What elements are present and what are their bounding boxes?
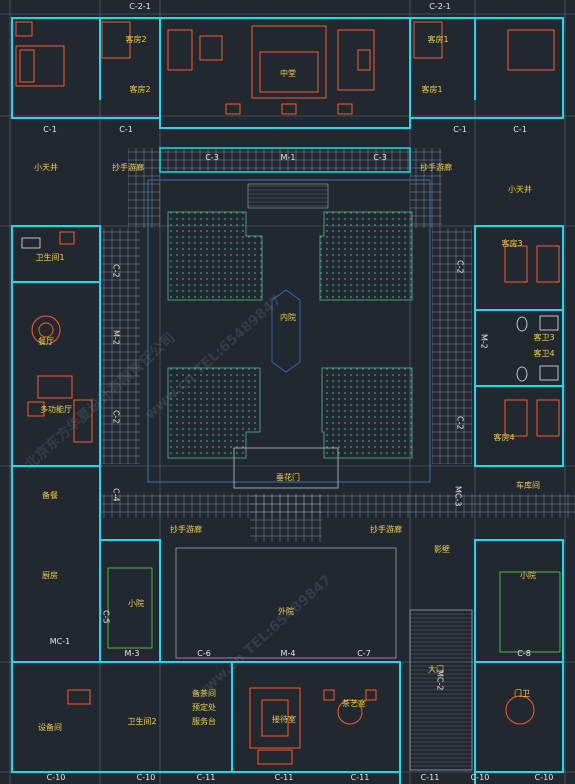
room-screen-wall: 影壁 bbox=[434, 544, 450, 554]
room-small-court-right: 小院 bbox=[520, 570, 536, 580]
room-front-gate: 大门 bbox=[428, 664, 444, 674]
dim-label: M-2 bbox=[112, 330, 121, 345]
room-kitchen: 厨房 bbox=[42, 570, 58, 580]
room-corridor-top-left: 抄手游廊 bbox=[112, 162, 144, 172]
dim-label: C-3 bbox=[205, 153, 219, 162]
dim-label: C-11 bbox=[197, 773, 216, 782]
dim-label: C-2-1 bbox=[129, 2, 151, 11]
corridor-tiles bbox=[100, 147, 575, 542]
room-inner-gate: 垂花门 bbox=[276, 472, 300, 482]
south-wing-walls bbox=[11, 465, 564, 784]
room-guest-room-1-top: 客房1 bbox=[427, 34, 448, 44]
room-reception: 接待室 bbox=[272, 714, 296, 724]
dim-label: C-11 bbox=[351, 773, 370, 782]
dim-label: C-7 bbox=[357, 649, 371, 658]
dim-label: C-11 bbox=[275, 773, 294, 782]
room-courtyard-left: 小天井 bbox=[34, 162, 58, 172]
room-guest-room-1: 客房1 bbox=[421, 84, 442, 94]
outer-court bbox=[107, 547, 561, 771]
room-small-court-left: 小院 bbox=[128, 598, 144, 608]
room-guest-room-3: 客房3 bbox=[501, 238, 522, 248]
side-furniture bbox=[27, 231, 560, 443]
room-guest-room-4: 客房4 bbox=[493, 432, 514, 442]
inner-courtyard bbox=[147, 179, 431, 489]
room-equipment: 设备间 bbox=[38, 722, 62, 732]
dim-label: C-1 bbox=[453, 125, 467, 134]
room-guest-room-2-top: 客房2 bbox=[125, 34, 146, 44]
dim-label: C-11 bbox=[421, 773, 440, 782]
dim-label: C-1 bbox=[43, 125, 57, 134]
room-outer-court: 外院 bbox=[278, 606, 294, 616]
dim-label: C-3 bbox=[373, 153, 387, 162]
room-corridor-bottom-right: 抄手游廊 bbox=[370, 524, 402, 534]
dim-label: C-1 bbox=[119, 125, 133, 134]
room-service-desk-3: 服务台 bbox=[192, 716, 216, 726]
dim-label: C-2 bbox=[456, 416, 465, 430]
dim-label: C-10 bbox=[137, 773, 156, 782]
dim-label: M-2 bbox=[480, 334, 489, 349]
dim-label: M-3 bbox=[125, 649, 140, 658]
room-tea-room: 茶艺室 bbox=[342, 698, 366, 708]
dim-label: C-10 bbox=[535, 773, 554, 782]
room-main-hall: 中堂 bbox=[280, 68, 296, 78]
room-bathroom-2: 卫生间2 bbox=[127, 716, 156, 726]
room-guest-bath-4: 客卫4 bbox=[533, 348, 554, 358]
room-garage: 车库间 bbox=[516, 480, 540, 490]
dim-label: C-1 bbox=[513, 125, 527, 134]
dim-label: C-10 bbox=[47, 773, 66, 782]
room-courtyard-right: 小天井 bbox=[508, 184, 532, 194]
dimension-labels: C-2-1 C-2-1 C-1 C-1 C-1 C-1 C-3 M-1 C-3 … bbox=[43, 2, 553, 782]
dim-label: C-10 bbox=[471, 773, 490, 782]
dim-label: M-4 bbox=[281, 649, 296, 658]
dim-label: MC-2 bbox=[436, 670, 445, 690]
dim-label: M-1 bbox=[281, 153, 296, 162]
room-guest-bath-3: 客卫3 bbox=[533, 332, 554, 342]
room-inner-court: 内院 bbox=[280, 312, 296, 322]
room-gate-house: 门卫 bbox=[514, 688, 530, 698]
room-labels: 客房2 客房2 中堂 客房1 客房1 小天井 抄手游廊 抄手游廊 小天井 卫生间… bbox=[34, 34, 555, 732]
dim-label: C-6 bbox=[197, 649, 211, 658]
north-furniture bbox=[15, 21, 555, 115]
room-service-desk-1: 备茶间 bbox=[192, 688, 216, 698]
north-wing-walls bbox=[11, 17, 564, 129]
dim-label: C-2 bbox=[112, 410, 121, 424]
room-corridor-bottom-left: 抄手游廊 bbox=[170, 524, 202, 534]
dim-label: MC-1 bbox=[50, 637, 70, 646]
sanitary-fixtures bbox=[21, 237, 559, 382]
room-guest-room-2: 客房2 bbox=[129, 84, 150, 94]
dim-label: C-5 bbox=[102, 610, 111, 624]
room-bathroom-1: 卫生间1 bbox=[35, 252, 64, 262]
dim-label: C-4 bbox=[112, 488, 121, 502]
room-storage-left: 备餐 bbox=[42, 490, 58, 500]
room-corridor-top-right: 抄手游廊 bbox=[420, 162, 452, 172]
dim-label: C-2 bbox=[456, 260, 465, 274]
dim-label: C-8 bbox=[517, 649, 531, 658]
south-furniture bbox=[67, 687, 535, 765]
room-dining-hall: 餐厅 bbox=[38, 337, 54, 346]
dim-label: C-2 bbox=[112, 264, 121, 278]
dim-label: MC-3 bbox=[454, 486, 463, 506]
room-multi-hall: 多功能厅 bbox=[40, 404, 72, 414]
dim-label: C-2-1 bbox=[429, 2, 451, 11]
room-service-desk-2: 预定处 bbox=[192, 702, 216, 712]
